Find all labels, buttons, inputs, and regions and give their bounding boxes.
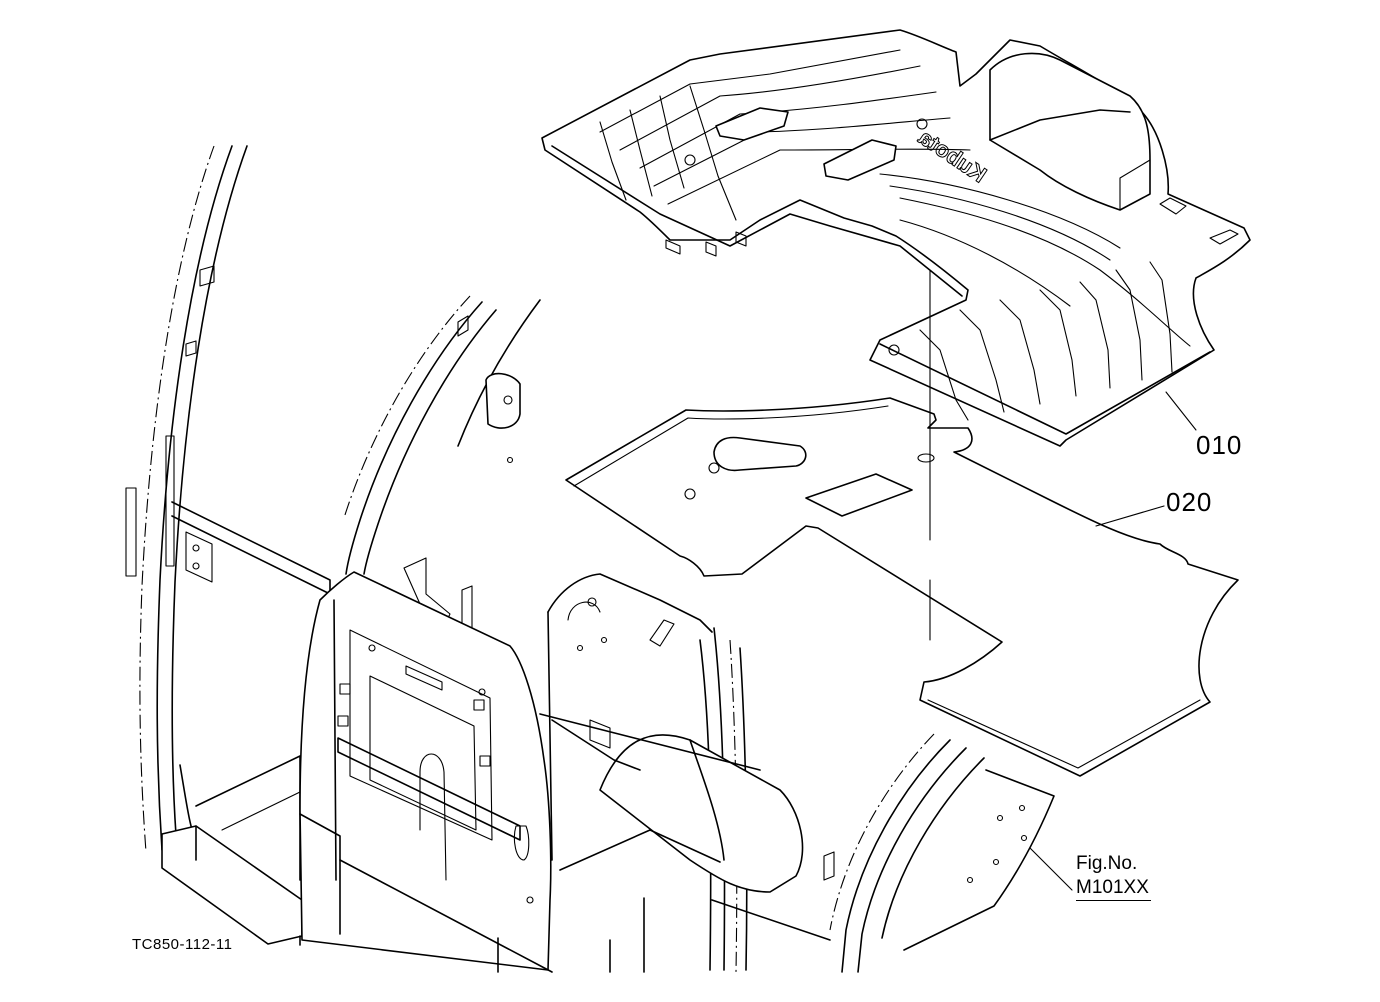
figure-label: Fig.No. bbox=[1076, 853, 1138, 874]
part-020-floor-mat bbox=[565, 397, 1239, 777]
rear-fender-arch bbox=[823, 733, 1055, 973]
seat-back-panel bbox=[299, 571, 611, 973]
underframe-fender bbox=[539, 573, 831, 973]
callout-part-020: 020 bbox=[1166, 487, 1213, 517]
part-010-floor-plate: Kubota bbox=[541, 29, 1251, 447]
callout-part-010: 010 bbox=[1196, 430, 1243, 460]
leader-lines bbox=[929, 269, 1197, 891]
cab-frame-left-arch bbox=[125, 145, 331, 946]
drawing-code: TC850-112-11 bbox=[132, 936, 233, 953]
figure-number: M101XX bbox=[1076, 876, 1151, 901]
cab-frame-center-arch bbox=[343, 295, 541, 641]
